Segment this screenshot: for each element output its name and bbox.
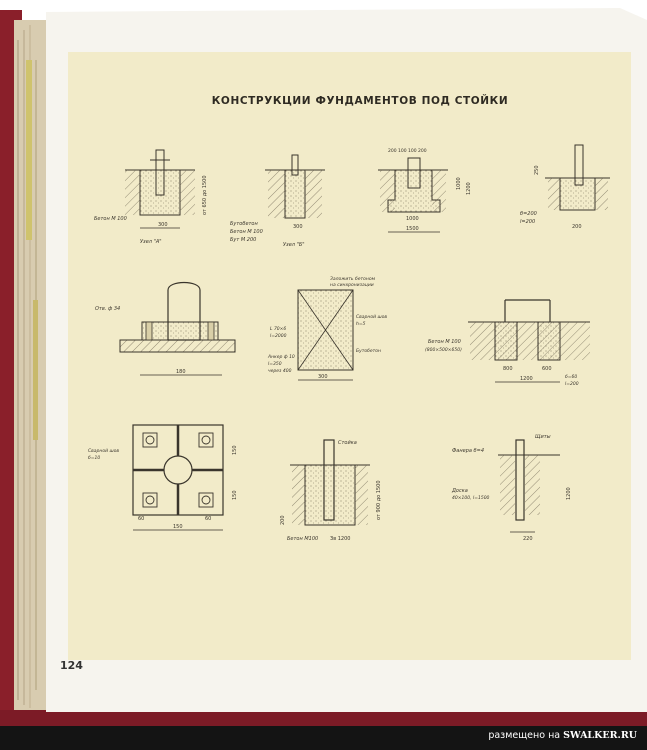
drawing-stepped-footing: 200 100 100 200 1500 1000 1000 1200 bbox=[378, 148, 472, 233]
block-anchor-step: через 400 bbox=[268, 368, 292, 374]
timber-dim2: 220 bbox=[523, 536, 533, 542]
strip-dim3: 600 bbox=[542, 366, 552, 372]
watermark-prefix: размещено на bbox=[488, 730, 561, 741]
plate-weld-h: б=10 bbox=[88, 455, 100, 461]
pad-label1: б=200 bbox=[520, 211, 537, 217]
block-weld: Сварной шов bbox=[356, 314, 387, 320]
post-concrete: Бетон М100 bbox=[287, 536, 318, 542]
pad-label2: l=200 bbox=[520, 219, 535, 225]
timber-label4: 40×100, l=1500 bbox=[452, 495, 490, 501]
node-b-concrete1: Бутобетон bbox=[230, 221, 258, 227]
node-a-concrete: Бетон М 100 bbox=[94, 216, 127, 222]
strip-concrete: Бетон М 100 bbox=[428, 339, 461, 345]
drawing-node-a: 300 Бетон М 100 Узел "А" от 650 до 1500 bbox=[94, 149, 208, 245]
block-rubble: Бутобетон bbox=[356, 348, 381, 354]
node-b-caption: Узел "Б" bbox=[283, 242, 305, 248]
page-title: КОНСТРУКЦИИ ФУНДАМЕНТОВ ПОД СТОЙКИ bbox=[211, 95, 509, 107]
strip-dim1: 800 bbox=[503, 366, 513, 372]
drawing-anchor-detail: 180 Отв. ф 34 bbox=[95, 281, 236, 376]
node-a-width: 300 bbox=[158, 222, 168, 228]
footing-h2: 1200 bbox=[466, 182, 472, 195]
plate-dim-2: 60 bbox=[205, 516, 211, 522]
plate-dim-0: 60 bbox=[138, 516, 144, 522]
strip-dim2: 1200 bbox=[520, 376, 533, 382]
block-anchor-len: l=350 bbox=[268, 361, 282, 367]
watermark-site: SWALKER.RU bbox=[563, 730, 637, 741]
bookmark-tab bbox=[33, 300, 38, 440]
strip-label1: б=60 bbox=[565, 374, 577, 380]
node-b-concrete2: Бетон М 100 bbox=[230, 229, 263, 235]
plate-dim-1: 150 bbox=[173, 524, 183, 530]
timber-label3: Доска bbox=[451, 488, 468, 494]
timber-label2: Щиты bbox=[535, 434, 551, 440]
anchor-hole: Отв. ф 34 bbox=[95, 306, 120, 312]
node-b-width: 300 bbox=[293, 224, 303, 230]
footing-h1: 1000 bbox=[456, 177, 462, 190]
block-note1: Заложить бетоном bbox=[330, 276, 376, 282]
drawing-post-pad: 200 б=200 l=200 250 bbox=[520, 144, 610, 230]
page-number: 124 bbox=[60, 659, 83, 672]
node-a-depth: от 650 до 1500 bbox=[202, 175, 208, 215]
watermark: размещено на SWALKER.RU bbox=[488, 730, 637, 741]
anchor-dim: 180 bbox=[176, 369, 186, 375]
timber-dim1: 1200 bbox=[566, 487, 572, 500]
node-a-caption: Узел "А" bbox=[140, 239, 162, 245]
drawing-anchor-block: 300 Заложить бетоном на синхронизации L … bbox=[267, 276, 387, 381]
node-b-concrete3: Бут М 200 bbox=[230, 237, 256, 243]
strip-size: (800×500×650) bbox=[425, 347, 462, 353]
block-angle: L 70×6 bbox=[270, 326, 286, 332]
drawing-timber-post: 220 Фанера б=4 Щиты Доска 40×100, l=1500… bbox=[451, 434, 572, 542]
footing-top-dims: 200 100 100 200 bbox=[388, 148, 427, 154]
drawing-base-plate: 150 60 60 150 150 Сварной шов б=10 bbox=[88, 424, 238, 531]
drawing-strip-footing: 800 1200 600 Бетон М 100 (800×500×650) б… bbox=[425, 299, 590, 387]
post-dim2: Зв 1200 bbox=[330, 536, 350, 542]
pad-dim-c: 200 bbox=[572, 224, 582, 230]
plate-side-1: 150 bbox=[232, 490, 238, 500]
footing-mid: 1000 bbox=[406, 216, 419, 222]
post-depth: от 900 до 1500 bbox=[376, 480, 382, 520]
plate-side-0: 150 bbox=[232, 445, 238, 455]
block-anchor: Анкер ф 10 bbox=[267, 354, 295, 360]
block-note2: на синхронизации bbox=[330, 283, 374, 288]
drawing-embedded-post: Стойка Бетон М100 Зв 1200 200 от 900 до … bbox=[280, 439, 382, 542]
drawing-node-b: 300 Бутобетон Бетон М 100 Бут М 200 Узел… bbox=[230, 154, 325, 248]
book-cover-bottom bbox=[0, 710, 647, 726]
timber-label1: Фанера б=4 bbox=[452, 448, 484, 454]
block-weld-h: h=5 bbox=[356, 321, 366, 327]
block-angle-len: l=2000 bbox=[270, 333, 287, 339]
strip-label2: l=200 bbox=[565, 381, 579, 387]
plate-weld: Сварной шов bbox=[88, 448, 119, 454]
post-label: Стойка bbox=[338, 440, 357, 446]
bookmark-tab bbox=[26, 60, 32, 240]
post-dim1: 200 bbox=[280, 515, 286, 525]
footing-base: 1500 bbox=[406, 226, 419, 232]
block-dim: 300 bbox=[318, 374, 328, 380]
pad-dim-b: 250 bbox=[534, 165, 540, 175]
